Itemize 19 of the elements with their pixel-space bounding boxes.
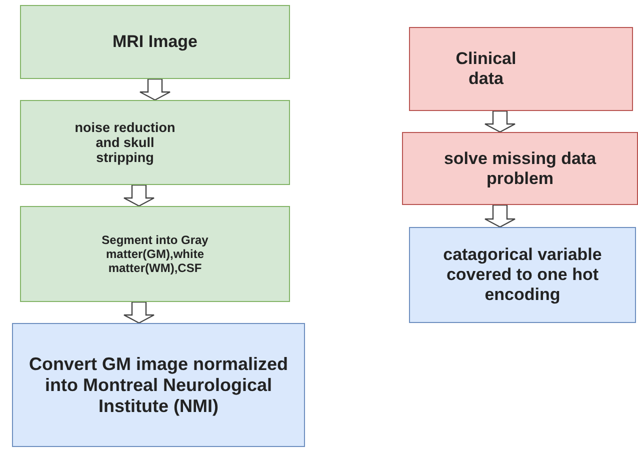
block-arrow: [484, 204, 516, 228]
process-box: [409, 227, 636, 323]
box-label: noise reduction and skull stripping: [74, 120, 176, 165]
box-label: catagorical variable covered to one hot encoding: [442, 245, 603, 305]
process-box: [402, 132, 638, 205]
process-box: [20, 206, 290, 302]
process-box: [12, 323, 305, 447]
box-label: Clinical data: [454, 49, 518, 89]
block-arrow: [484, 110, 516, 133]
block-arrow: [123, 184, 155, 207]
box-label: Segment into Gray matter(GM),white matter(WM),CSF: [100, 233, 210, 275]
process-box: [20, 5, 290, 79]
box-label: MRI Image: [112, 32, 198, 52]
process-box: [20, 100, 290, 185]
box-label: solve missing data problem: [442, 148, 598, 188]
box-label: Convert GM image normalized into Montreal Neurological Institute (NMI): [28, 354, 290, 416]
block-arrow: [139, 78, 171, 101]
process-box: [409, 27, 633, 111]
block-arrow: [123, 301, 155, 324]
